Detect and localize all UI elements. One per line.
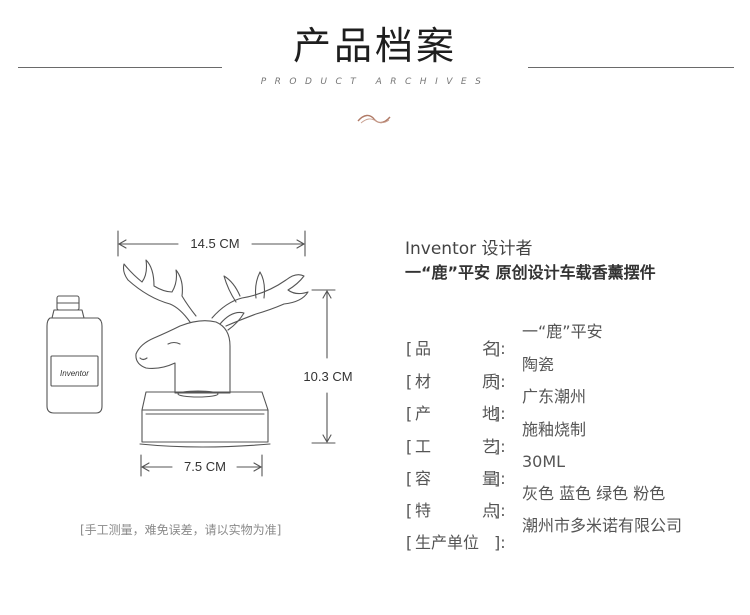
deer-head (122, 259, 309, 398)
squiggle-ornament (357, 114, 391, 124)
spec-value: 广东潮州 (522, 387, 587, 406)
spec-row-name: [品名]: 一“鹿”平安 (406, 320, 603, 358)
designer-label: Inventor 设计者 (405, 239, 533, 259)
spec-row-origin: [产地]: 广东潮州 (406, 385, 586, 423)
spec-value: 潮州市多米诺有限公司 (522, 516, 683, 535)
spec-row-craft: [工艺]: 施釉烧制 (406, 418, 586, 456)
spec-label: 材质 (415, 372, 498, 391)
spec-label: 生产单位 (415, 533, 480, 552)
spec-row-capacity: [容量]: 30ML (406, 450, 565, 488)
spec-row-features: [特点]: 灰色 蓝色 绿色 粉色 (406, 482, 665, 520)
spec-label: 产地 (415, 404, 498, 423)
dim-width-label: 14.5 CM (190, 236, 239, 251)
page-title: 产品档案 (292, 24, 457, 68)
ceramic-base (139, 391, 271, 448)
product-name: 一“鹿”平安 原创设计车载香薰摆件 (405, 263, 656, 282)
spec-label: 品名 (415, 339, 498, 358)
dim-height-label: 10.3 CM (303, 369, 352, 384)
oil-bottle (46, 295, 103, 414)
spec-row-material: [材质]: 陶瓷 (406, 353, 554, 391)
spec-value: 施釉烧制 (522, 420, 587, 439)
spec-value: 陶瓷 (522, 355, 555, 374)
spec-label: 工艺 (415, 437, 498, 456)
title-rule-left (18, 67, 222, 68)
page-subtitle: PRODUCT ARCHIVES (260, 77, 490, 87)
spec-value: 灰色 蓝色 绿色 粉色 (522, 484, 666, 503)
title-rule-right (528, 67, 734, 68)
measurement-note: [手工测量，难免误差，请以实物为准] (80, 523, 282, 537)
product-sketch: 14.5 CM 10.3 CM 7.5 CM Inventor (46, 230, 353, 477)
bottle-label: Inventor (60, 369, 89, 378)
dim-base-label: 7.5 CM (184, 459, 226, 474)
spec-label: 特点 (415, 501, 498, 520)
spec-value: 一“鹿”平安 (522, 322, 603, 341)
spec-label: 容量 (415, 469, 498, 488)
spec-value: 30ML (522, 452, 566, 471)
spec-row-manufacturer: [生产单位]: 潮州市多米诺有限公司 (406, 514, 682, 552)
